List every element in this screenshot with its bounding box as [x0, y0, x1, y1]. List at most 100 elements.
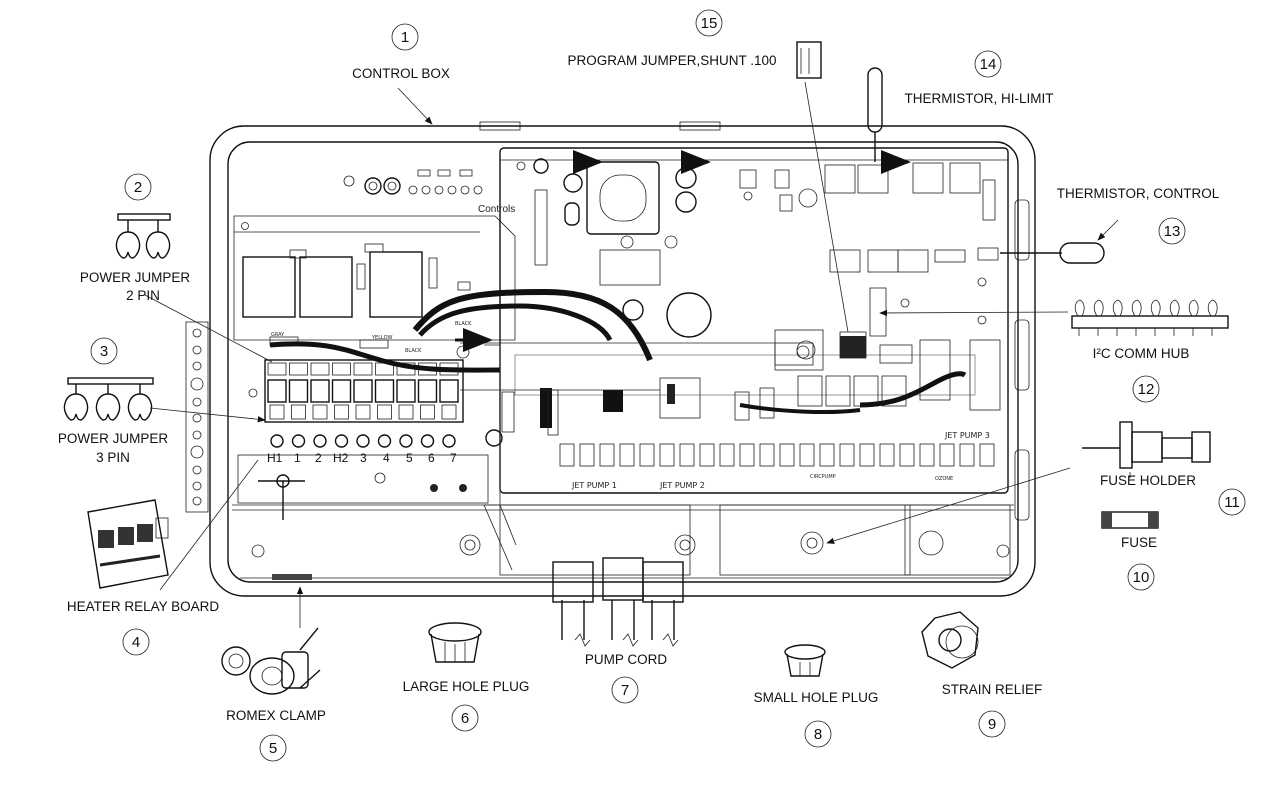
callout-4: 4 HEATER RELAY BOARD	[67, 599, 220, 656]
relay-slot	[579, 443, 595, 467]
callout-label: ROMEX CLAMP	[226, 708, 326, 723]
callout-6: 6 LARGE HOLE PLUG	[403, 679, 530, 732]
terminal-post	[420, 434, 435, 448]
terminal-screw-top	[289, 362, 308, 376]
terminal-post	[377, 434, 392, 448]
relay-section: Controls GRAY YELLOW BLACK BLACK	[233, 169, 516, 354]
terminal-2: 2	[315, 451, 322, 465]
callout-number: 3	[100, 343, 108, 360]
control-box-enclosure	[209, 121, 1036, 597]
callout-14: 14 THERMISTOR, HI-LIMIT	[904, 50, 1054, 106]
callout-label: CONTROL BOX	[352, 66, 450, 81]
terminal-post	[270, 434, 284, 448]
relay-slot	[939, 443, 955, 467]
callout-number: 8	[814, 726, 822, 743]
terminal-clamp	[417, 379, 438, 403]
callout-number: 4	[132, 634, 140, 651]
callout-number: 1	[401, 29, 409, 46]
terminal-5: 5	[406, 451, 413, 465]
relay-slot	[739, 443, 755, 467]
callout-7: 7 PUMP CORD	[585, 652, 667, 704]
wire-label-gray: GRAY	[271, 332, 285, 338]
section-jet-pump-3: JET PUMP 3	[944, 431, 990, 440]
small-hole-plug-illustration	[784, 644, 826, 677]
brand-label: Controls	[478, 204, 515, 215]
terminal-post	[291, 434, 306, 448]
power-jumper-2pin-illustration	[115, 213, 171, 259]
terminal-screw	[269, 404, 285, 420]
terminal-clamp	[267, 379, 287, 403]
callout-label: SMALL HOLE PLUG	[754, 690, 879, 705]
terminal-screw-top	[332, 362, 351, 376]
relay-slot	[659, 443, 675, 467]
relay-slot	[839, 443, 855, 467]
terminal-clamp	[310, 379, 330, 403]
relay-slot	[799, 443, 815, 467]
relay-slot	[859, 443, 875, 467]
terminal-h2: H2	[333, 451, 349, 465]
terminal-screw	[420, 404, 435, 420]
section-circpump: CIRCPUMP	[810, 474, 836, 480]
callout-number: 15	[701, 15, 718, 32]
terminal-screw	[334, 404, 349, 420]
terminal-clamp	[353, 379, 373, 403]
relay-slot	[599, 443, 615, 467]
relay-slot	[559, 443, 575, 467]
callout-number: 13	[1164, 223, 1181, 240]
terminal-post	[442, 434, 456, 448]
relay-slot	[779, 443, 795, 467]
terminal-1: 1	[294, 451, 301, 465]
strain-relief-illustration	[921, 611, 979, 669]
wire-label-black-b: BLACK	[455, 321, 472, 327]
program-jumper-illustration	[796, 41, 866, 358]
terminal-clamp	[396, 379, 416, 403]
section-ozone: OZONE	[935, 476, 953, 482]
callout-label: HEATER RELAY BOARD	[67, 599, 220, 614]
callout-number: 10	[1133, 569, 1150, 586]
wire-label-yellow: YELLOW	[371, 335, 393, 341]
relay-slot	[819, 443, 835, 467]
terminal-clamp	[374, 379, 395, 403]
terminal-clamp	[439, 379, 459, 403]
callout-label: PROGRAM JUMPER,SHUNT .100	[567, 53, 776, 68]
callout-label: THERMISTOR, CONTROL	[1057, 186, 1220, 201]
hub-pin	[1131, 299, 1142, 317]
large-hole-plug-illustration	[428, 622, 482, 663]
terminal-4: 4	[383, 451, 390, 465]
relay-slot	[699, 443, 715, 467]
terminal-post	[334, 434, 349, 448]
callout-label: LARGE HOLE PLUG	[403, 679, 530, 694]
hub-pin	[1188, 299, 1199, 317]
fuse-holder-illustration	[1082, 421, 1211, 478]
leader-lines	[144, 81, 1119, 628]
callout-9: 9 STRAIN RELIEF	[942, 682, 1042, 738]
callout-number: 14	[980, 56, 997, 73]
callout-15: 15 PROGRAM JUMPER,SHUNT .100	[567, 9, 777, 68]
callout-5: 5 ROMEX CLAMP	[226, 708, 326, 762]
hub-pin	[1093, 299, 1104, 317]
callout-12: 12 I²C COMM HUB	[1093, 346, 1190, 403]
callout-number: 7	[621, 682, 629, 699]
callout-number: 11	[1224, 494, 1240, 511]
relay-slot	[759, 443, 775, 467]
callout-label: THERMISTOR, HI-LIMIT	[904, 91, 1053, 106]
terminal-post	[356, 434, 370, 448]
relay-slot	[719, 443, 735, 467]
hub-pin	[1150, 299, 1161, 317]
hub-pin	[1074, 299, 1085, 317]
terminal-screw	[441, 404, 457, 420]
relay-slot	[879, 443, 895, 467]
callout-label: POWER JUMPER	[58, 431, 169, 446]
thermistor-hilimit-illustration	[867, 67, 883, 162]
terminal-screw-top	[267, 362, 287, 376]
callout-label-line2: 2 PIN	[126, 288, 160, 303]
comm-hub-illustration	[1071, 299, 1229, 336]
terminal-post	[399, 434, 413, 448]
thermistor-control-illustration	[1000, 242, 1105, 264]
callout-label-line2: 3 PIN	[96, 450, 130, 465]
callout-label: I²C COMM HUB	[1093, 346, 1190, 361]
terminal-h1: H1	[267, 451, 283, 465]
relay-slot	[679, 443, 695, 467]
terminal-screw-top	[353, 362, 373, 376]
callout-13: 13 THERMISTOR, CONTROL	[1057, 186, 1220, 245]
